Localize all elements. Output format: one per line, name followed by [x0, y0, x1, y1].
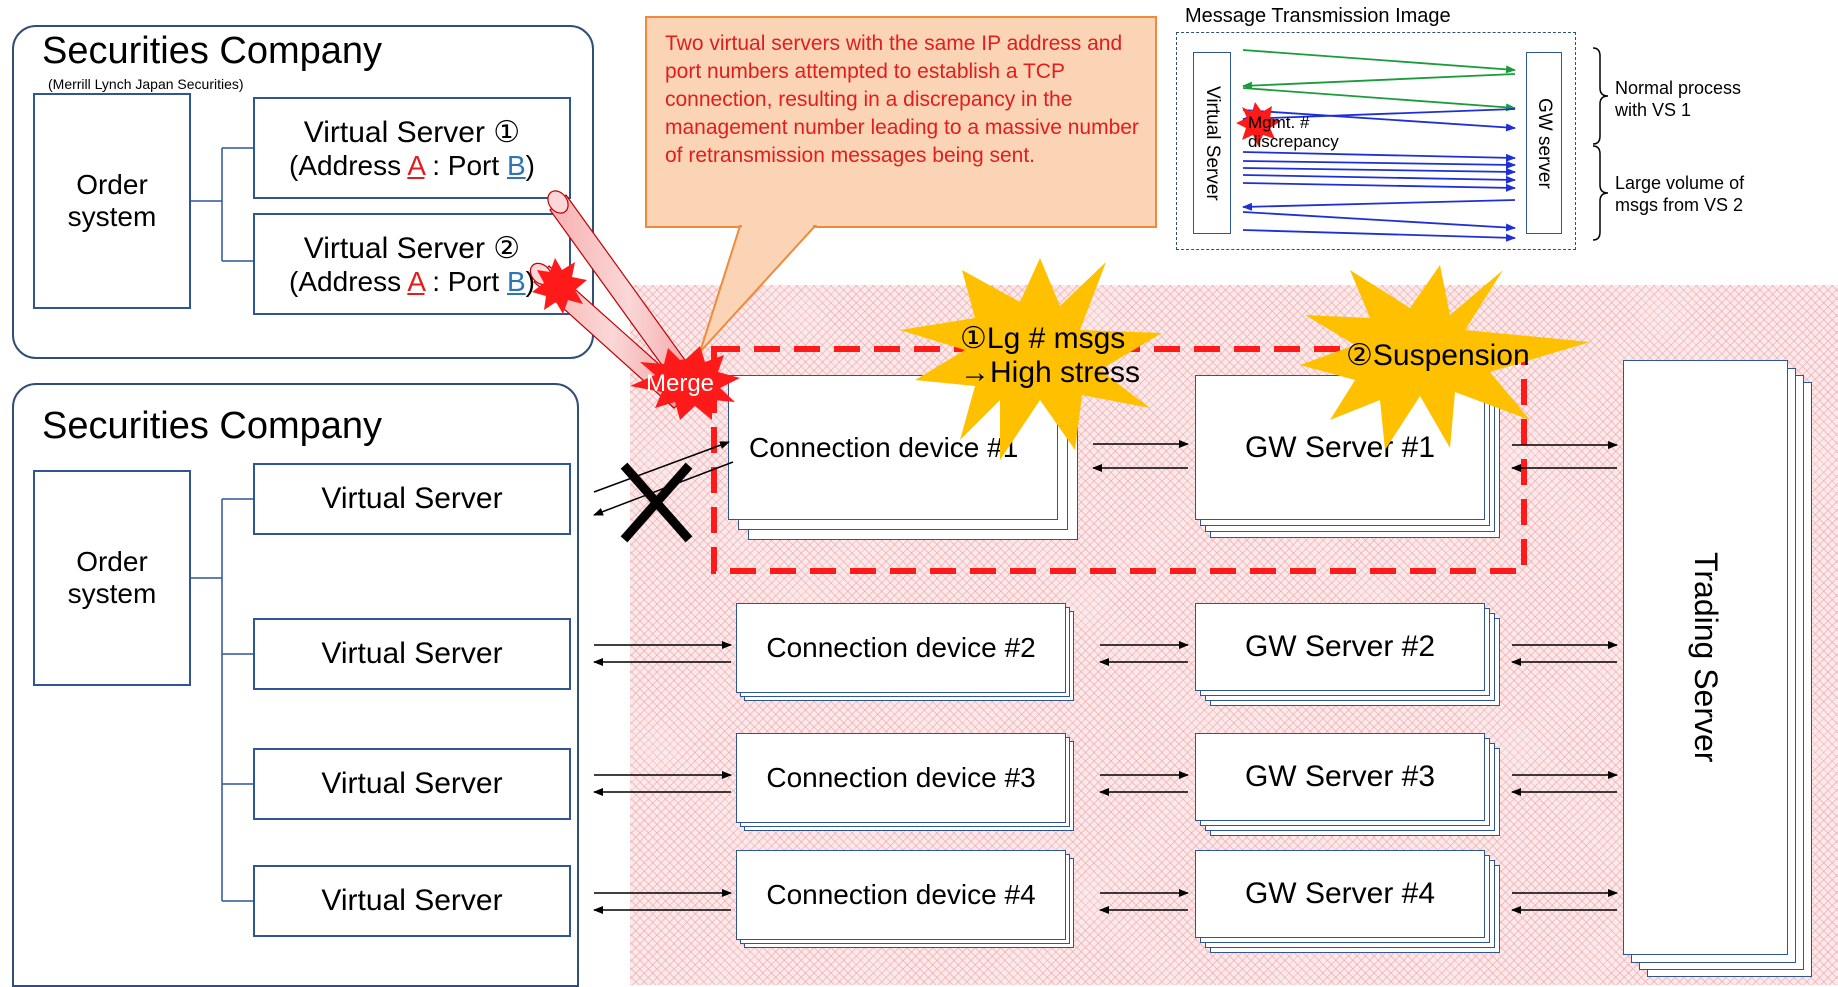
- bottom-company-title: Securities Company: [42, 405, 383, 447]
- virtual-server[interactable]: Virtual Server: [253, 618, 571, 690]
- gw-server-4[interactable]: GW Server #4: [1195, 850, 1500, 955]
- vs2-name: Virtual Server ②: [303, 231, 521, 265]
- inset-virtual-server-label: Virtual Server: [1202, 85, 1223, 201]
- virtual-server[interactable]: Virtual Server: [253, 865, 571, 937]
- order-system-line1: Order: [76, 546, 148, 577]
- order-system-line2: system: [67, 578, 157, 609]
- trading-server-label: Trading Server: [1688, 552, 1724, 763]
- gw-trading-arrows: [1511, 441, 1618, 914]
- order-system-line1: Order: [76, 169, 148, 200]
- gw-server-2[interactable]: GW Server #2: [1195, 603, 1500, 708]
- bottom-tree-connectors: [191, 498, 253, 902]
- top-tree-connectors: [191, 147, 253, 262]
- inset-blue-arrows: [1242, 108, 1516, 242]
- callout-text: Two virtual servers with the same IP add…: [665, 32, 1139, 167]
- trading-server-box: Trading Server: [1623, 360, 1788, 955]
- inset-braces: [1592, 47, 1609, 241]
- callout-pointer: [699, 225, 818, 353]
- connection-device-label: Connection device #2: [736, 603, 1066, 693]
- gw-server-label: GW Server #2: [1195, 603, 1485, 691]
- conn-gw-arrows: [1092, 440, 1189, 914]
- inset-green-arrows: [1242, 49, 1516, 112]
- virtual-server[interactable]: Virtual Server: [253, 748, 571, 820]
- vs2-address: (Address A : Port B): [289, 265, 535, 297]
- inset-title: Message Transmission Image: [1185, 5, 1451, 27]
- connection-device-label: Connection device #4: [736, 850, 1066, 940]
- virtual-server[interactable]: Virtual Server: [253, 463, 571, 535]
- burst-high-stress-label: ①Lg # msgs→High stress: [960, 322, 1141, 389]
- callout-box: [645, 16, 1157, 228]
- order-system-line2: system: [67, 201, 157, 232]
- inset-virtual-server: Virtual Server: [1193, 52, 1231, 234]
- port-burst: [532, 258, 587, 314]
- merge-label: Merge: [646, 370, 715, 397]
- burst-suspension: [1300, 265, 1590, 450]
- connection-device-3[interactable]: Connection device #3: [736, 733, 1078, 833]
- inset-gw-server-label: GW server: [1534, 97, 1555, 189]
- inset-gw-server: GW server: [1526, 52, 1562, 234]
- vs-conn-arrows: [593, 441, 734, 914]
- virtual-server-1[interactable]: Virtual Server ① (Address A : Port B): [253, 97, 571, 199]
- bottom-order-system: Order system: [33, 470, 191, 686]
- inset-panel: [1176, 32, 1576, 250]
- merge-burst: [630, 346, 740, 420]
- vs1-address: (Address A : Port B): [289, 149, 535, 181]
- connection-device-2[interactable]: Connection device #2: [736, 603, 1078, 703]
- connection-device-4[interactable]: Connection device #4: [736, 850, 1078, 950]
- top-company-title: Securities Company: [42, 30, 383, 72]
- trading-server[interactable]: Trading Server: [1623, 360, 1815, 980]
- inset-discrepancy-burst: [1236, 102, 1281, 146]
- gw-server-label: GW Server #4: [1195, 850, 1485, 938]
- blocked-x: [620, 462, 693, 543]
- burst-suspension-label: ②Suspension: [1346, 339, 1530, 372]
- top-order-system: Order system: [33, 93, 191, 309]
- vs1-name: Virtual Server ①: [303, 115, 521, 149]
- connection-device-label: Connection device #3: [736, 733, 1066, 823]
- burst-high-stress: [900, 258, 1162, 460]
- virtual-server-2[interactable]: Virtual Server ② (Address A : Port B): [253, 213, 571, 315]
- gw-server-label: GW Server #3: [1195, 733, 1485, 821]
- inset-discrepancy-label: Mgmt. #discrepancy: [1248, 113, 1339, 151]
- top-company-subtitle: (Merrill Lynch Japan Securities): [48, 76, 244, 92]
- gw-server-3[interactable]: GW Server #3: [1195, 733, 1500, 838]
